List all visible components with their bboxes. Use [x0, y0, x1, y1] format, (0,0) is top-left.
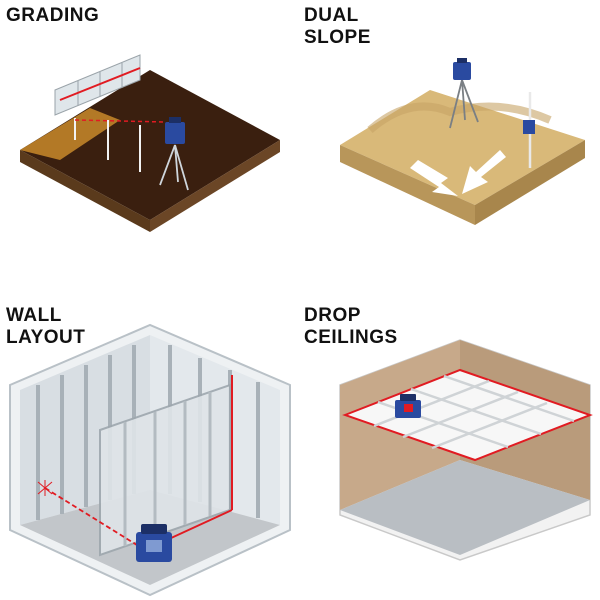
dirt-edge-right — [150, 140, 280, 232]
sand-edge-left — [340, 145, 475, 225]
laser-line — [59, 67, 141, 101]
rotary-laser-icon — [395, 394, 421, 418]
wall-layout-illustration — [9, 323, 291, 597]
panel-wall-layout: WALL LAYOUT — [0, 300, 300, 600]
panel-drop-ceilings: DROP CEILINGS — [300, 300, 600, 600]
panel-grading: GRADING — [0, 0, 300, 300]
grade-stakes — [74, 118, 141, 172]
dirt-ground — [20, 70, 280, 220]
rotary-laser-icon — [136, 524, 172, 562]
panel-title: DROP CEILINGS — [304, 305, 398, 349]
grading-illustration — [20, 54, 280, 232]
panel-title-line: WALL — [6, 305, 62, 326]
grade-rod-icon — [523, 92, 535, 168]
dual-slope-illustration — [340, 58, 585, 225]
panel-title-line: LAYOUT — [6, 327, 86, 348]
panel-title-line: GRADING — [6, 5, 100, 26]
building-wall — [54, 54, 141, 116]
laser-dot-icon — [37, 480, 53, 496]
laser-line-floor — [44, 487, 146, 551]
panel-dual-slope: DUAL SLOPE — [300, 0, 600, 300]
drop-ceilings-illustration — [339, 339, 593, 561]
panel-title-line: CEILINGS — [304, 327, 398, 348]
panel-title: GRADING — [6, 5, 99, 27]
panel-title-line: DUAL — [304, 5, 359, 26]
sand-edge-right — [475, 140, 585, 225]
slope-arrow-icon — [410, 150, 506, 196]
panel-title-line: SLOPE — [304, 27, 371, 48]
rotary-laser-icon — [165, 117, 185, 144]
tripod-icon — [449, 79, 479, 129]
sand-patch — [20, 108, 120, 160]
dirt-edge-left — [20, 150, 150, 232]
sand-ground — [340, 90, 585, 205]
panel-title: WALL LAYOUT — [6, 305, 85, 349]
panel-title: DUAL SLOPE — [304, 5, 371, 49]
panel-title-line: DROP — [304, 305, 361, 326]
concrete-floor — [340, 460, 590, 555]
tripod-icon — [159, 144, 189, 191]
rotary-laser-icon — [453, 58, 471, 80]
sand-mound — [367, 102, 552, 134]
laser-beam — [74, 119, 166, 123]
